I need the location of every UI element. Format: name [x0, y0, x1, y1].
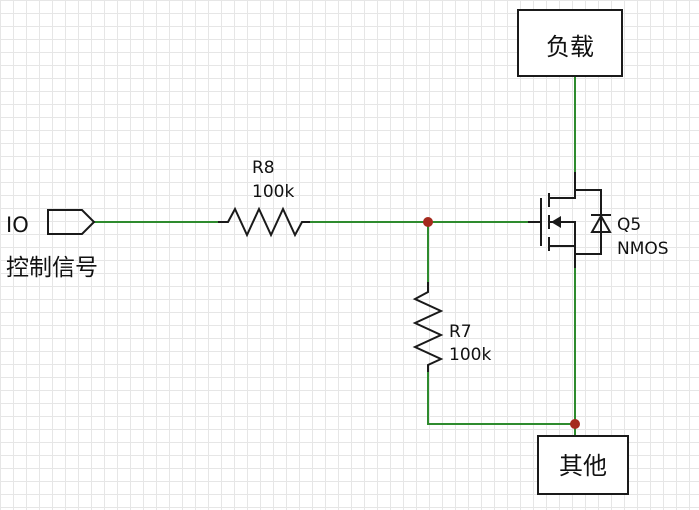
wire-r7-to-source [427, 372, 575, 425]
resistor-r7-zigzag-icon [412, 282, 444, 372]
junction-dot-source [570, 419, 580, 429]
q5-type-label: NMOS [617, 239, 669, 259]
q5-diode-triangle-icon [590, 213, 612, 233]
io-pin-label: IO [6, 213, 29, 237]
other-box-label: 其他 [559, 452, 607, 480]
r7-ref-label: R7 [449, 322, 472, 342]
other-box: 其他 [537, 435, 629, 495]
wires [94, 76, 576, 436]
q5-diode-frame [575, 189, 602, 255]
q5-body-arrow-icon [551, 216, 561, 228]
resistor-r8: R8 100k [218, 158, 310, 238]
mosfet-q5: Q5 NMOS [528, 172, 669, 268]
io-signal-label: 控制信号 [6, 255, 98, 281]
io-port-arrow-icon [47, 209, 96, 235]
q5-source-lead [549, 245, 576, 268]
q5-body-lead [549, 221, 576, 246]
resistor-r7: R7 100k [412, 282, 491, 372]
resistor-r8-zigzag-icon [218, 206, 310, 238]
q5-ref-label: Q5 [617, 215, 641, 235]
junction-dot-gate [423, 217, 433, 227]
r8-ref-label: R8 [252, 158, 275, 178]
r7-value-label: 100k [449, 345, 491, 365]
q5-drain-lead [549, 172, 576, 199]
load-box-label: 负载 [546, 33, 594, 61]
load-box: 负载 [517, 9, 623, 77]
load-box-frame [517, 9, 623, 77]
r8-value-label: 100k [252, 182, 294, 202]
other-box-frame [537, 435, 629, 495]
io-port: IO 控制信号 [6, 209, 98, 281]
